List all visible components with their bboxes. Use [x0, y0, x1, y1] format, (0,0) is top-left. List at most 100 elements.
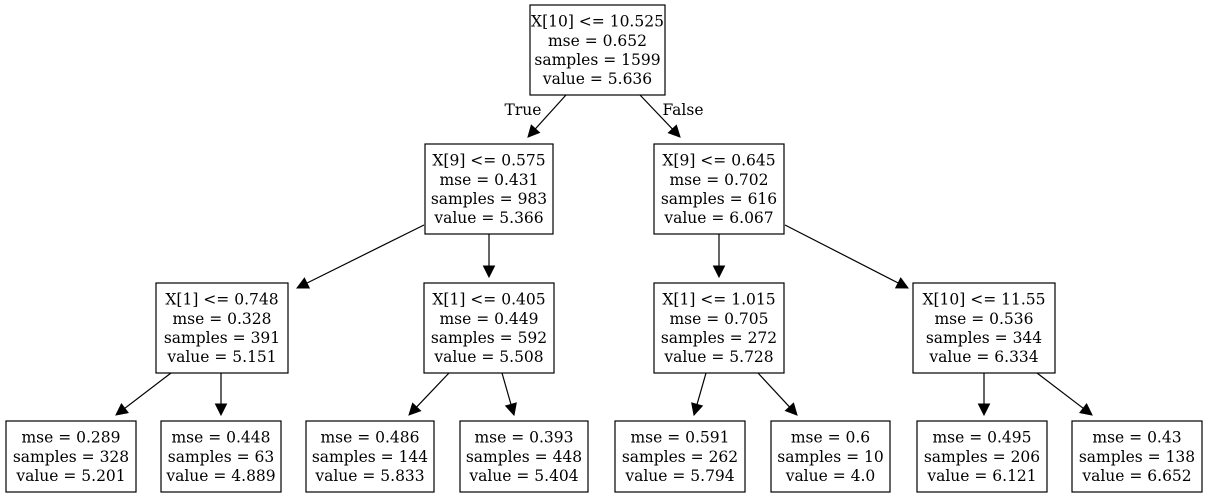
node-box: [1071, 420, 1203, 493]
node-line: mse = 0.289: [21, 429, 120, 447]
edge-line: [1036, 372, 1084, 409]
node-line: mse = 0.495: [932, 429, 1031, 447]
node-line: samples = 272: [661, 329, 777, 347]
node-line: X[9] <= 0.645: [662, 152, 775, 170]
edge-line: [501, 372, 512, 405]
node-line: value = 5.151: [166, 348, 276, 366]
node-box: [912, 282, 1056, 374]
edges-layer: True False: [115, 94, 1093, 417]
node-line: mse = 0.393: [474, 429, 573, 447]
node-line: mse = 0.431: [439, 171, 538, 189]
arrowhead: [977, 403, 991, 417]
node-line: mse = 0.536: [934, 310, 1033, 328]
node-line: mse = 0.43: [1092, 429, 1181, 447]
node-line: value = 5.404: [468, 467, 578, 485]
node-line: samples = 1599: [534, 51, 660, 69]
node-line: value = 6.121: [926, 467, 1036, 485]
arrowhead: [691, 402, 704, 417]
node-line: mse = 0.591: [630, 429, 729, 447]
node-box: [529, 4, 666, 96]
edge-n1-n4: [482, 234, 496, 279]
node-line: value = 5.833: [314, 467, 424, 485]
arrowhead: [504, 402, 517, 417]
node-line: samples = 10: [777, 448, 883, 466]
arrowhead: [712, 265, 726, 279]
edge-n3-n8: [214, 373, 228, 417]
node-line: samples = 144: [312, 448, 428, 466]
node-box: [160, 420, 282, 493]
node-box: [155, 282, 289, 374]
node-line: mse = 0.486: [320, 429, 419, 447]
edge-n6-n13: [977, 373, 991, 417]
node-line: samples = 448: [466, 448, 582, 466]
node-line: value = 5.636: [542, 70, 652, 88]
node-line: samples = 63: [168, 448, 274, 466]
edge-line: [416, 372, 450, 408]
node-line: value = 4.889: [165, 467, 275, 485]
node-box: [653, 143, 785, 235]
arrowhead: [115, 403, 129, 416]
node-line: value = 6.067: [663, 209, 773, 227]
arrowhead: [784, 402, 798, 416]
edge-n5-n12: [757, 372, 798, 416]
node-line: X[9] <= 0.575: [432, 152, 545, 170]
edge-n0-n2: False: [639, 94, 704, 138]
node-line: value = 6.334: [928, 348, 1038, 366]
node-line: mse = 0.705: [669, 310, 768, 328]
node-line: mse = 0.448: [171, 429, 270, 447]
arrowhead: [667, 124, 681, 138]
arrowhead: [408, 402, 422, 416]
arrowhead: [214, 403, 228, 417]
node-line: X[1] <= 0.748: [165, 291, 278, 309]
node-line: value = 5.794: [624, 467, 734, 485]
node-line: samples = 344: [926, 329, 1042, 347]
edge-line: [534, 94, 567, 130]
node-line: mse = 0.6: [791, 429, 870, 447]
edge-line: [696, 372, 707, 405]
edge-n4-n9: [408, 372, 450, 416]
node-line: samples = 328: [13, 448, 129, 466]
node-line: value = 5.508: [433, 348, 543, 366]
edge-n4-n10: [501, 372, 517, 417]
node-line: samples = 983: [431, 190, 547, 208]
node-line: mse = 0.702: [669, 171, 768, 189]
node-box: [305, 420, 435, 493]
node-box: [423, 282, 555, 374]
edge-line: [639, 94, 673, 130]
node-line: value = 4.0: [785, 467, 876, 485]
node-line: samples = 262: [622, 448, 738, 466]
node-box: [653, 282, 785, 374]
node-box: [459, 420, 589, 493]
node-box: [424, 143, 554, 235]
edge-n3-n7: [115, 372, 172, 416]
node-line: samples = 391: [164, 329, 280, 347]
node-line: value = 5.201: [15, 467, 125, 485]
node-line: mse = 0.449: [439, 310, 538, 328]
node-line: value = 5.366: [433, 209, 543, 227]
edge-line: [757, 372, 790, 408]
arrowhead: [1079, 403, 1093, 416]
edge-label-false: False: [662, 101, 703, 119]
node-line: mse = 0.652: [548, 32, 647, 50]
edge-line: [306, 224, 425, 284]
node-line: samples = 616: [661, 190, 777, 208]
edge-line: [124, 372, 172, 409]
edge-n1-n3: [295, 224, 425, 289]
node-line: X[10] <= 11.55: [922, 291, 1045, 309]
node-line: X[10] <= 10.525: [531, 13, 664, 31]
edge-n0-n1: True: [505, 94, 567, 138]
